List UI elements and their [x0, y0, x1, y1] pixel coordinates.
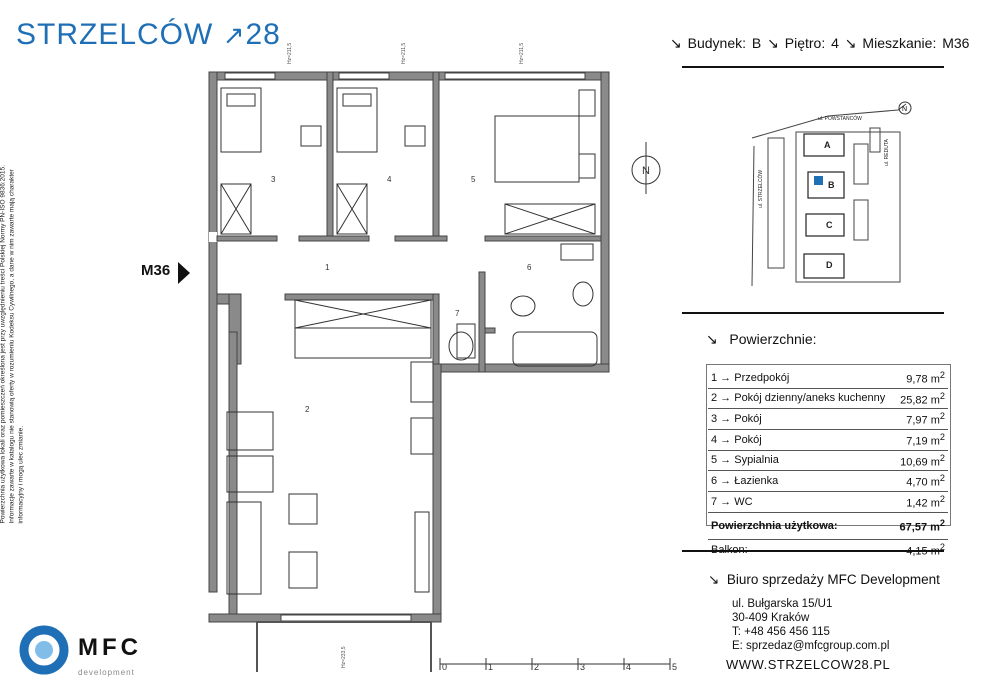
- apartment-marker-label: M36: [141, 262, 171, 279]
- room-number-1: 1: [325, 263, 330, 272]
- divider: [682, 550, 944, 552]
- scale-tick-label: 2: [534, 662, 539, 672]
- room-number-7: 7: [455, 309, 460, 318]
- compass-letter: N: [642, 165, 650, 177]
- website-link[interactable]: WWW.STRZELCOW28.PL: [726, 657, 891, 672]
- scale-tick-label: 1: [488, 662, 493, 672]
- street-left: ul. STRZELCÓW: [757, 170, 764, 208]
- floor-plan: 1 2 3 4 5 6 7 Hz=211,5 Hz=211,5 Hz=211,5…: [208, 43, 610, 672]
- room-number-5: 5: [471, 175, 476, 184]
- room-number-4: 4: [387, 175, 392, 184]
- entrance-arrow-icon: [178, 262, 190, 284]
- building-b-label: B: [828, 180, 835, 190]
- arrow-icon: ↘: [706, 331, 718, 347]
- window-label-1: Hz=211,5: [287, 43, 293, 64]
- room-number-3: 3: [271, 175, 276, 184]
- arrow-icon: ↘: [708, 572, 720, 587]
- window-label-4: Hz=233,5: [341, 646, 347, 668]
- room-number-2: 2: [305, 405, 310, 414]
- area-label: 1 → Przedpokój: [708, 368, 895, 389]
- floor-label: Piętro:: [784, 35, 826, 51]
- area-value: 7,97 m2: [894, 408, 948, 430]
- compass-icon: N: [631, 142, 661, 194]
- building-d-label: D: [826, 260, 833, 270]
- area-value: 10,69 m2: [894, 450, 948, 472]
- building-a-label: A: [824, 140, 831, 150]
- arrow-icon: ↘: [670, 35, 682, 51]
- street-right: ul. REDUTA: [884, 138, 890, 166]
- arrow-icon: ↘: [767, 35, 779, 51]
- apartment-info: ↘ Budynek: B ↘ Piętro: 4 ↘ Mieszkanie: M…: [670, 35, 971, 52]
- scale-tick-label: 4: [626, 662, 631, 672]
- area-label: 7 → WC: [708, 491, 895, 513]
- highlighted-unit: [814, 176, 823, 185]
- disclaimer-text: Powierzchnia użytkowa lokali oraz pomies…: [0, 165, 25, 524]
- office-street: ul. Bułgarska 15/U1: [732, 598, 833, 610]
- area-label: 2 → Pokój dzienny/aneks kuchenny: [708, 388, 895, 410]
- sales-office-title: ↘ Biuro sprzedaży MFC Development: [708, 572, 940, 587]
- area-value: 7,19 m2: [894, 429, 948, 451]
- area-value: 25,82 m2: [894, 388, 948, 410]
- area-label: 4 → Pokój: [708, 429, 895, 451]
- area-value: 9,78 m2: [894, 368, 948, 389]
- apartment-label: Mieszkanie:: [862, 35, 937, 51]
- title-arrow-icon: ↗: [222, 20, 246, 50]
- building-label: Budynek:: [687, 35, 746, 51]
- building-c-label: C: [826, 220, 833, 230]
- scale-tick-label: 5: [672, 662, 677, 672]
- total-area-row: Powierzchnia użytkowa:67,57 m2: [708, 512, 948, 540]
- office-phone: T: +48 456 456 115: [732, 626, 830, 638]
- street-top: ul. POWSTAŃCÓW: [818, 115, 862, 122]
- arrow-icon: ↘: [844, 35, 857, 51]
- area-value: 4,70 m2: [894, 470, 948, 492]
- site-map: A B C D ul. POWSTAŃCÓW ul. STRZELCÓW ul.…: [751, 101, 912, 287]
- office-city: 30-409 Kraków: [732, 612, 810, 624]
- floor-value: 4: [831, 35, 839, 51]
- building-value: B: [751, 35, 762, 51]
- title-text: STRZELCÓW: [16, 18, 214, 51]
- room-number-6: 6: [527, 263, 532, 272]
- area-label: 5 → Sypialnia: [708, 450, 895, 472]
- window-label-2: Hz=211,5: [401, 43, 407, 64]
- divider: [682, 312, 944, 314]
- mfc-logo-icon: [19, 625, 69, 675]
- office-email: E: sprzedaz@mfcgroup.com.pl: [732, 640, 890, 652]
- divider: [682, 66, 944, 68]
- site-compass-letter: N: [902, 106, 907, 113]
- brand-name: MFC: [78, 634, 142, 661]
- areas-title: ↘ Powierzchnie:: [706, 331, 817, 347]
- area-value: 1,42 m2: [894, 491, 948, 513]
- title-number: 28: [245, 18, 281, 51]
- scale-bar: 012345m: [439, 658, 677, 672]
- window-label-3: Hz=211,5: [519, 43, 525, 64]
- apartment-value: M36: [942, 35, 970, 51]
- scale-tick-label: 0: [442, 662, 447, 672]
- scale-tick-label: 3: [580, 662, 585, 672]
- project-title: STRZELCÓW ↗28: [16, 18, 281, 52]
- area-label: 6 → Łazienka: [708, 470, 895, 492]
- area-label: 3 → Pokój: [708, 408, 895, 430]
- brand-tagline: development: [78, 668, 135, 677]
